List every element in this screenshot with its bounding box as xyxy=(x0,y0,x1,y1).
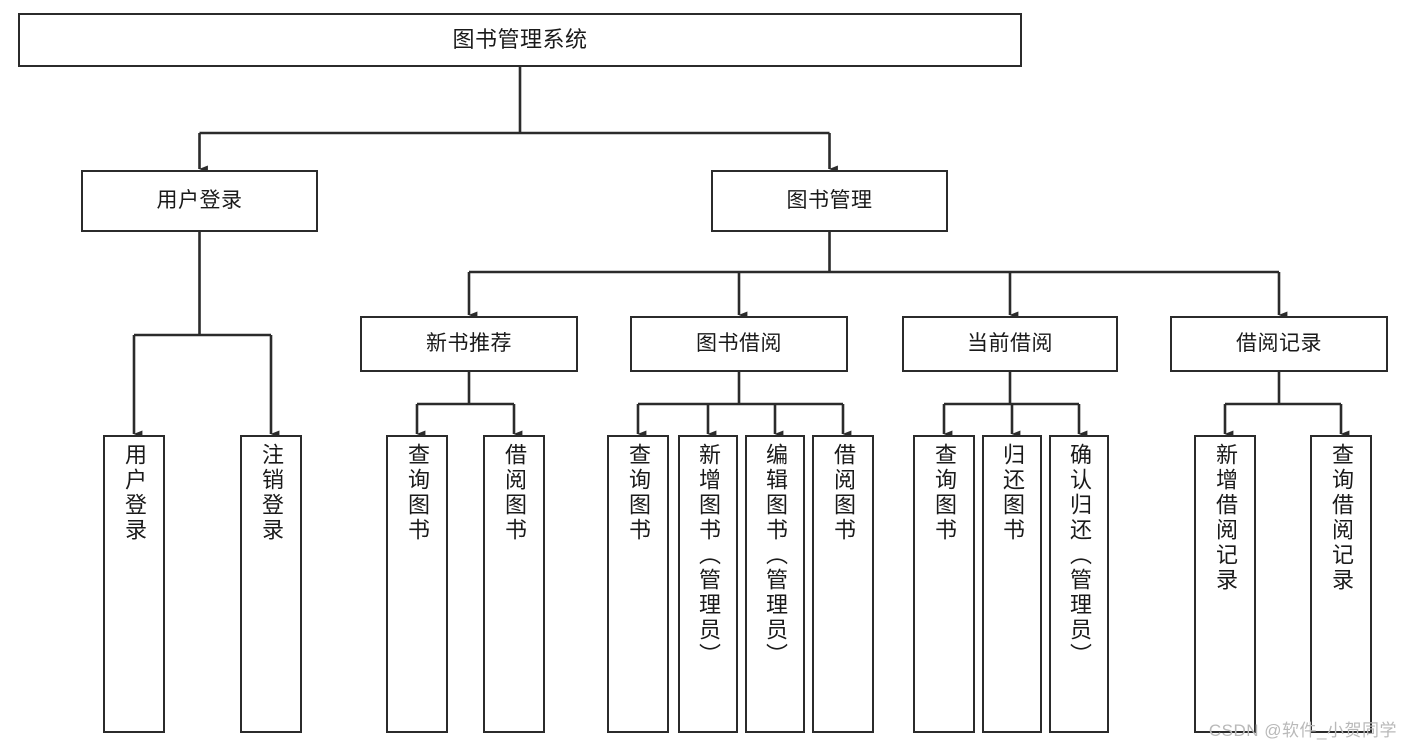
node-records[interactable]: 借阅记录 xyxy=(1170,316,1388,372)
node-label: 查询图书 xyxy=(932,443,957,543)
node-label: 借阅图书 xyxy=(831,443,856,543)
node-leaf-bo-borrow[interactable]: 借阅图书 xyxy=(812,435,874,733)
node-label: 查询图书 xyxy=(405,443,430,543)
node-leaf-re-add[interactable]: 新增借阅记录 xyxy=(1194,435,1256,733)
node-leaf-bo-add[interactable]: 新增图书（管理员） xyxy=(678,435,738,733)
node-label: 编辑图书（管理员） xyxy=(763,443,788,668)
node-label: 确认归还（管理员） xyxy=(1067,443,1092,668)
node-root[interactable]: 图书管理系统 xyxy=(18,13,1022,67)
edge-bus-borrow xyxy=(638,372,843,406)
edge-bus-bookmgmt xyxy=(469,232,1279,274)
node-login[interactable]: 用户登录 xyxy=(81,170,318,232)
node-leaf-nb-borrow[interactable]: 借阅图书 xyxy=(483,435,545,733)
node-current[interactable]: 当前借阅 xyxy=(902,316,1118,372)
node-label: 归还图书 xyxy=(1000,443,1025,543)
node-leaf-cu-return[interactable]: 归还图书 xyxy=(982,435,1042,733)
node-label: 借阅图书 xyxy=(502,443,527,543)
node-leaf-user-logout[interactable]: 注销登录 xyxy=(240,435,302,733)
node-label: 借阅记录 xyxy=(1236,331,1322,355)
edge-bus-root xyxy=(199,67,830,135)
node-bookmgmt[interactable]: 图书管理 xyxy=(711,170,948,232)
node-label: 新增借阅记录 xyxy=(1213,443,1238,593)
node-label: 新书推荐 xyxy=(426,331,512,355)
node-label: 查询借阅记录 xyxy=(1329,443,1354,593)
watermark: CSDN @软件_小贺同学 xyxy=(1208,721,1397,740)
node-leaf-re-query[interactable]: 查询借阅记录 xyxy=(1310,435,1372,733)
node-leaf-bo-edit[interactable]: 编辑图书（管理员） xyxy=(745,435,805,733)
node-label: 图书管理 xyxy=(786,188,873,212)
edge-bus-records xyxy=(1225,372,1341,406)
node-label: 注销登录 xyxy=(259,443,284,543)
node-label: 用户登录 xyxy=(156,188,243,212)
edge-bus-current xyxy=(944,372,1079,406)
node-label: 当前借阅 xyxy=(967,331,1053,355)
node-borrow[interactable]: 图书借阅 xyxy=(630,316,848,372)
node-label: 新增图书（管理员） xyxy=(696,443,721,668)
node-leaf-nb-query[interactable]: 查询图书 xyxy=(386,435,448,733)
node-label: 用户登录 xyxy=(122,443,147,543)
node-label: 查询图书 xyxy=(626,443,651,543)
edge-bus-login xyxy=(134,232,271,337)
node-leaf-bo-query[interactable]: 查询图书 xyxy=(607,435,669,733)
node-label: 图书借阅 xyxy=(696,331,782,355)
node-leaf-cu-confirm[interactable]: 确认归还（管理员） xyxy=(1049,435,1109,733)
node-leaf-cu-query[interactable]: 查询图书 xyxy=(913,435,975,733)
node-leaf-user-login[interactable]: 用户登录 xyxy=(103,435,165,733)
node-newbooks[interactable]: 新书推荐 xyxy=(360,316,578,372)
edge-bus-newbooks xyxy=(417,372,514,406)
node-label: 图书管理系统 xyxy=(452,27,588,53)
